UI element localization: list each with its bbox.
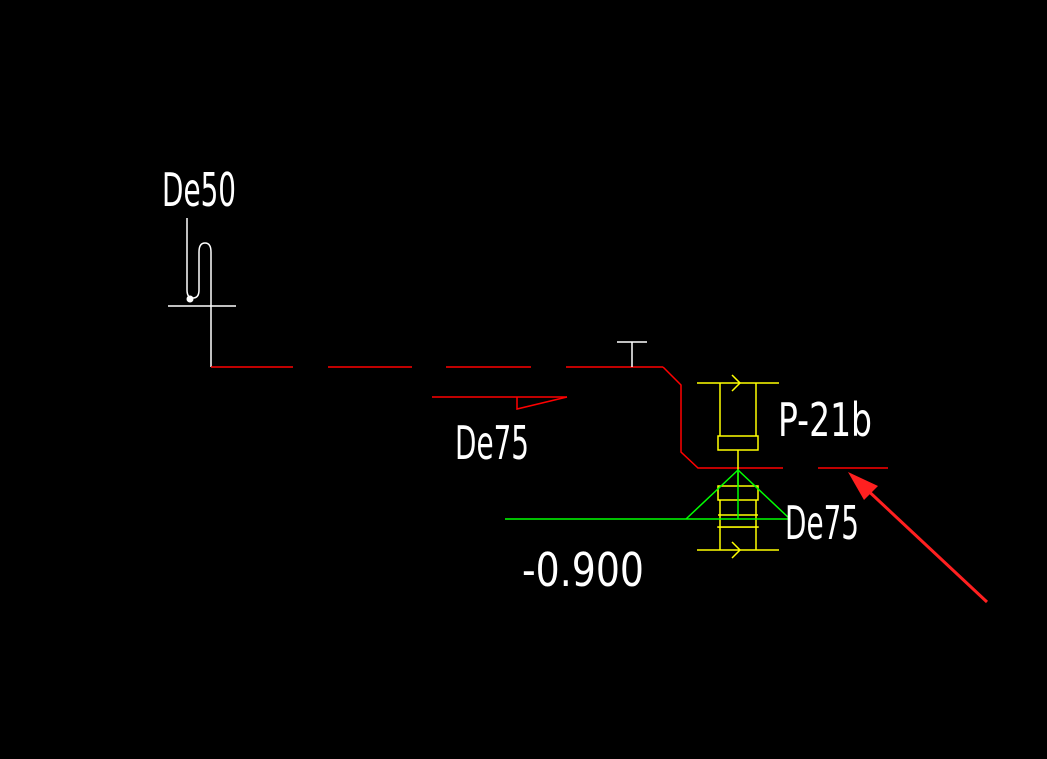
branch-pipe-size-label: De75 xyxy=(455,416,529,470)
cleanout-tee-symbol xyxy=(617,341,647,367)
drain-pipe-main xyxy=(211,366,888,469)
fixture-vent-symbol xyxy=(168,218,236,367)
slope-indicator xyxy=(432,396,568,410)
vent-pipe-size-label: De50 xyxy=(162,163,236,217)
trap-symbol xyxy=(697,374,779,559)
red-pointer-arrow-icon xyxy=(848,472,989,604)
vent-node-dot xyxy=(186,295,194,303)
floor-level-marker xyxy=(505,468,791,520)
outlet-pipe-size-label: De75 xyxy=(785,496,859,550)
floor-elevation-label: -0.900 xyxy=(522,543,644,597)
trap-model-label: P-21b xyxy=(778,393,872,447)
